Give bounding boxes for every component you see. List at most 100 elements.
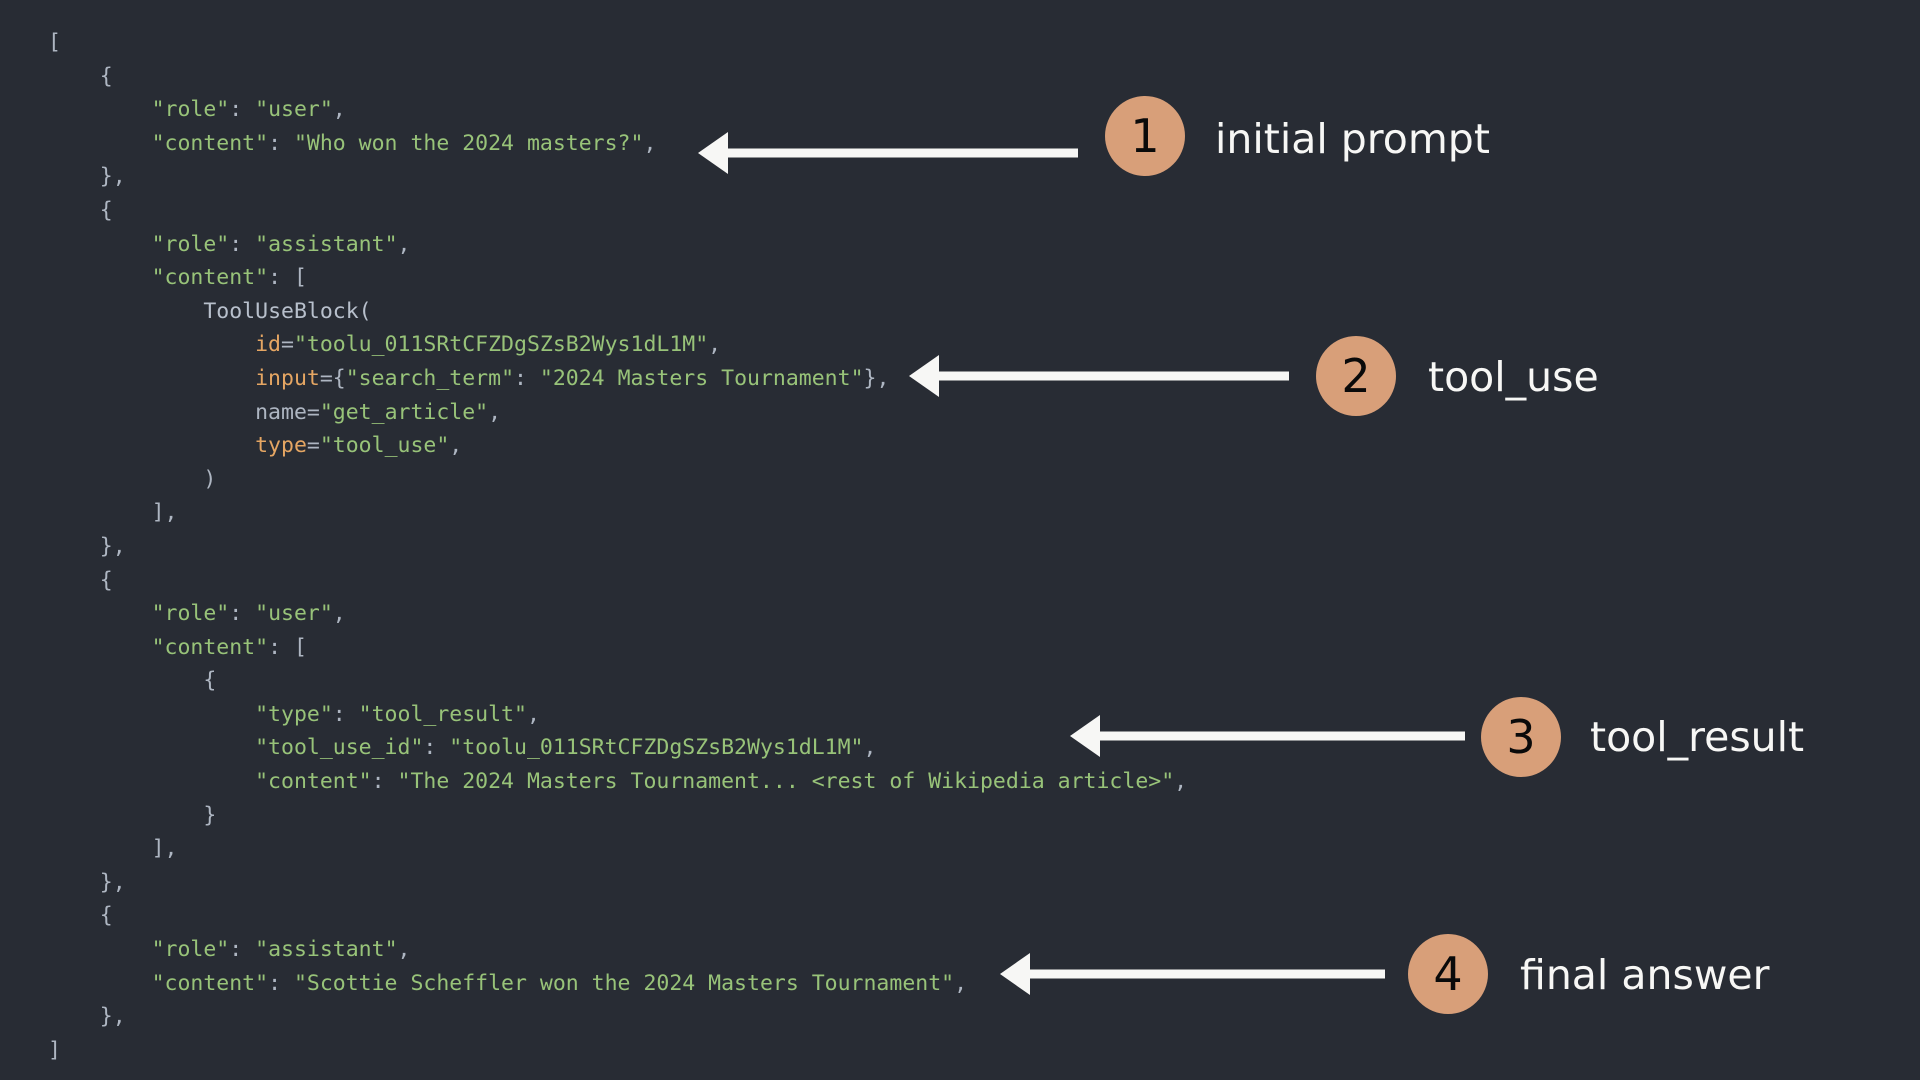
code-line: type="tool_use", — [48, 429, 1187, 463]
code-indent — [48, 164, 100, 189]
code-token-punc: : — [229, 97, 256, 123]
code-line: "content": "Scottie Scheffler won the 20… — [48, 967, 1187, 1001]
code-token-punc: : — [268, 634, 294, 660]
code-indent — [48, 433, 255, 458]
code-indent — [48, 467, 203, 492]
code-line: ], — [48, 832, 1187, 866]
code-indent — [48, 265, 152, 290]
code-token-punc: ], — [151, 836, 178, 862]
code-token-str: "search_term" — [345, 365, 515, 391]
code-line: name="get_article", — [48, 396, 1187, 430]
code-token-str: "user" — [255, 97, 333, 123]
code-indent — [48, 534, 100, 559]
code-token-punc: , — [1174, 769, 1188, 795]
annotation-badge-2: 2 — [1316, 336, 1396, 416]
code-indent — [48, 836, 152, 861]
annotation-arrow-4 — [1000, 952, 1385, 996]
code-token-punc: : — [229, 231, 256, 257]
code-token-str: "get_article" — [319, 399, 489, 425]
code-token-str: "Who won the 2024 masters?" — [293, 130, 644, 156]
code-line: }, — [48, 160, 1187, 194]
code-line: ], — [48, 496, 1187, 530]
code-token-punc: = — [306, 399, 320, 425]
code-token-str: "tool_result" — [358, 701, 527, 727]
code-line: id="toolu_011SRtCFZDgSZsB2Wys1dL1M", — [48, 328, 1187, 362]
code-indent — [48, 332, 255, 357]
code-token-punc: }, — [863, 365, 890, 391]
code-token-str: "Scottie Scheffler won the 2024 Masters … — [293, 970, 955, 996]
code-line: }, — [48, 866, 1187, 900]
code-token-str: "role" — [151, 937, 230, 963]
annotation-label-2: tool_use — [1428, 353, 1599, 401]
code-token-punc: : — [371, 769, 398, 795]
code-token-punc: : — [268, 970, 294, 996]
code-token-punc: : — [423, 735, 450, 761]
arrow-head-icon — [909, 355, 939, 397]
code-line: input={"search_term": "2024 Masters Tour… — [48, 362, 1187, 396]
code-token-str: "The 2024 Masters Tournament... <rest of… — [397, 769, 1175, 795]
arrow-head-icon — [1070, 715, 1100, 757]
code-indent — [48, 937, 152, 962]
code-token-str: "user" — [255, 601, 333, 627]
code-token-punc: { — [99, 567, 113, 593]
code-line: ToolUseBlock( — [48, 295, 1187, 329]
code-line: "type": "tool_result", — [48, 698, 1187, 732]
code-indent — [48, 299, 203, 324]
code-token-str: "type" — [255, 701, 333, 727]
code-token-punc: [ — [48, 30, 61, 55]
code-token-kw: type — [255, 433, 307, 459]
conversation-json-code: [ { "role": "user", "content": "Who won … — [48, 26, 1187, 1067]
code-line: [ — [48, 26, 1187, 60]
code-token-punc: ) — [203, 466, 217, 492]
code-token-punc: { — [203, 668, 217, 694]
code-indent — [48, 803, 203, 828]
code-line: ] — [48, 1034, 1187, 1068]
annotation-label-4: final answer — [1520, 951, 1770, 999]
code-token-punc: , — [643, 130, 657, 156]
code-token-punc: ={ — [319, 365, 346, 391]
annotation-label-3: tool_result — [1590, 713, 1805, 761]
code-indent — [48, 64, 100, 89]
code-line: "role": "assistant", — [48, 228, 1187, 262]
code-token-cls: ToolUseBlock( — [203, 298, 372, 324]
code-token-punc: : — [229, 601, 256, 627]
arrow-shaft — [1028, 969, 1385, 979]
code-indent — [48, 870, 100, 895]
annotation-arrow-1 — [698, 131, 1078, 175]
code-line: ) — [48, 463, 1187, 497]
code-token-punc: , — [526, 701, 540, 727]
code-token-punc: } — [203, 802, 217, 828]
code-token-punc: , — [488, 399, 502, 425]
code-token-str: "role" — [151, 97, 230, 123]
code-token-punc: , — [708, 332, 722, 358]
code-token-punc: }, — [99, 869, 126, 895]
code-indent — [48, 601, 152, 626]
code-token-punc: : — [332, 701, 359, 727]
code-token-plain: name — [255, 399, 307, 425]
code-token-punc: ], — [151, 500, 178, 526]
code-token-str: "content" — [151, 970, 269, 996]
code-token-punc: , — [449, 433, 463, 459]
code-token-str: "content" — [151, 634, 269, 660]
code-token-str: "role" — [151, 231, 230, 257]
code-indent — [48, 500, 152, 525]
code-indent — [48, 1004, 100, 1029]
code-line: }, — [48, 1000, 1187, 1034]
code-token-punc: = — [306, 433, 320, 459]
code-token-punc: : — [514, 365, 540, 391]
code-line: "content": "The 2024 Masters Tournament.… — [48, 765, 1187, 799]
code-token-str: "tool_use_id" — [255, 735, 424, 761]
code-token-punc: : — [268, 265, 294, 291]
annotation-badge-1: 1 — [1105, 96, 1185, 176]
code-token-punc: , — [397, 231, 411, 257]
code-token-str: "tool_use" — [319, 433, 450, 459]
code-indent — [48, 702, 255, 727]
code-indent — [48, 198, 100, 223]
code-token-punc: : — [268, 130, 294, 156]
code-line: "role": "user", — [48, 93, 1187, 127]
code-line: } — [48, 799, 1187, 833]
code-token-str: "assistant" — [255, 937, 398, 963]
code-token-punc: : — [229, 937, 256, 963]
code-token-punc: { — [99, 63, 113, 89]
